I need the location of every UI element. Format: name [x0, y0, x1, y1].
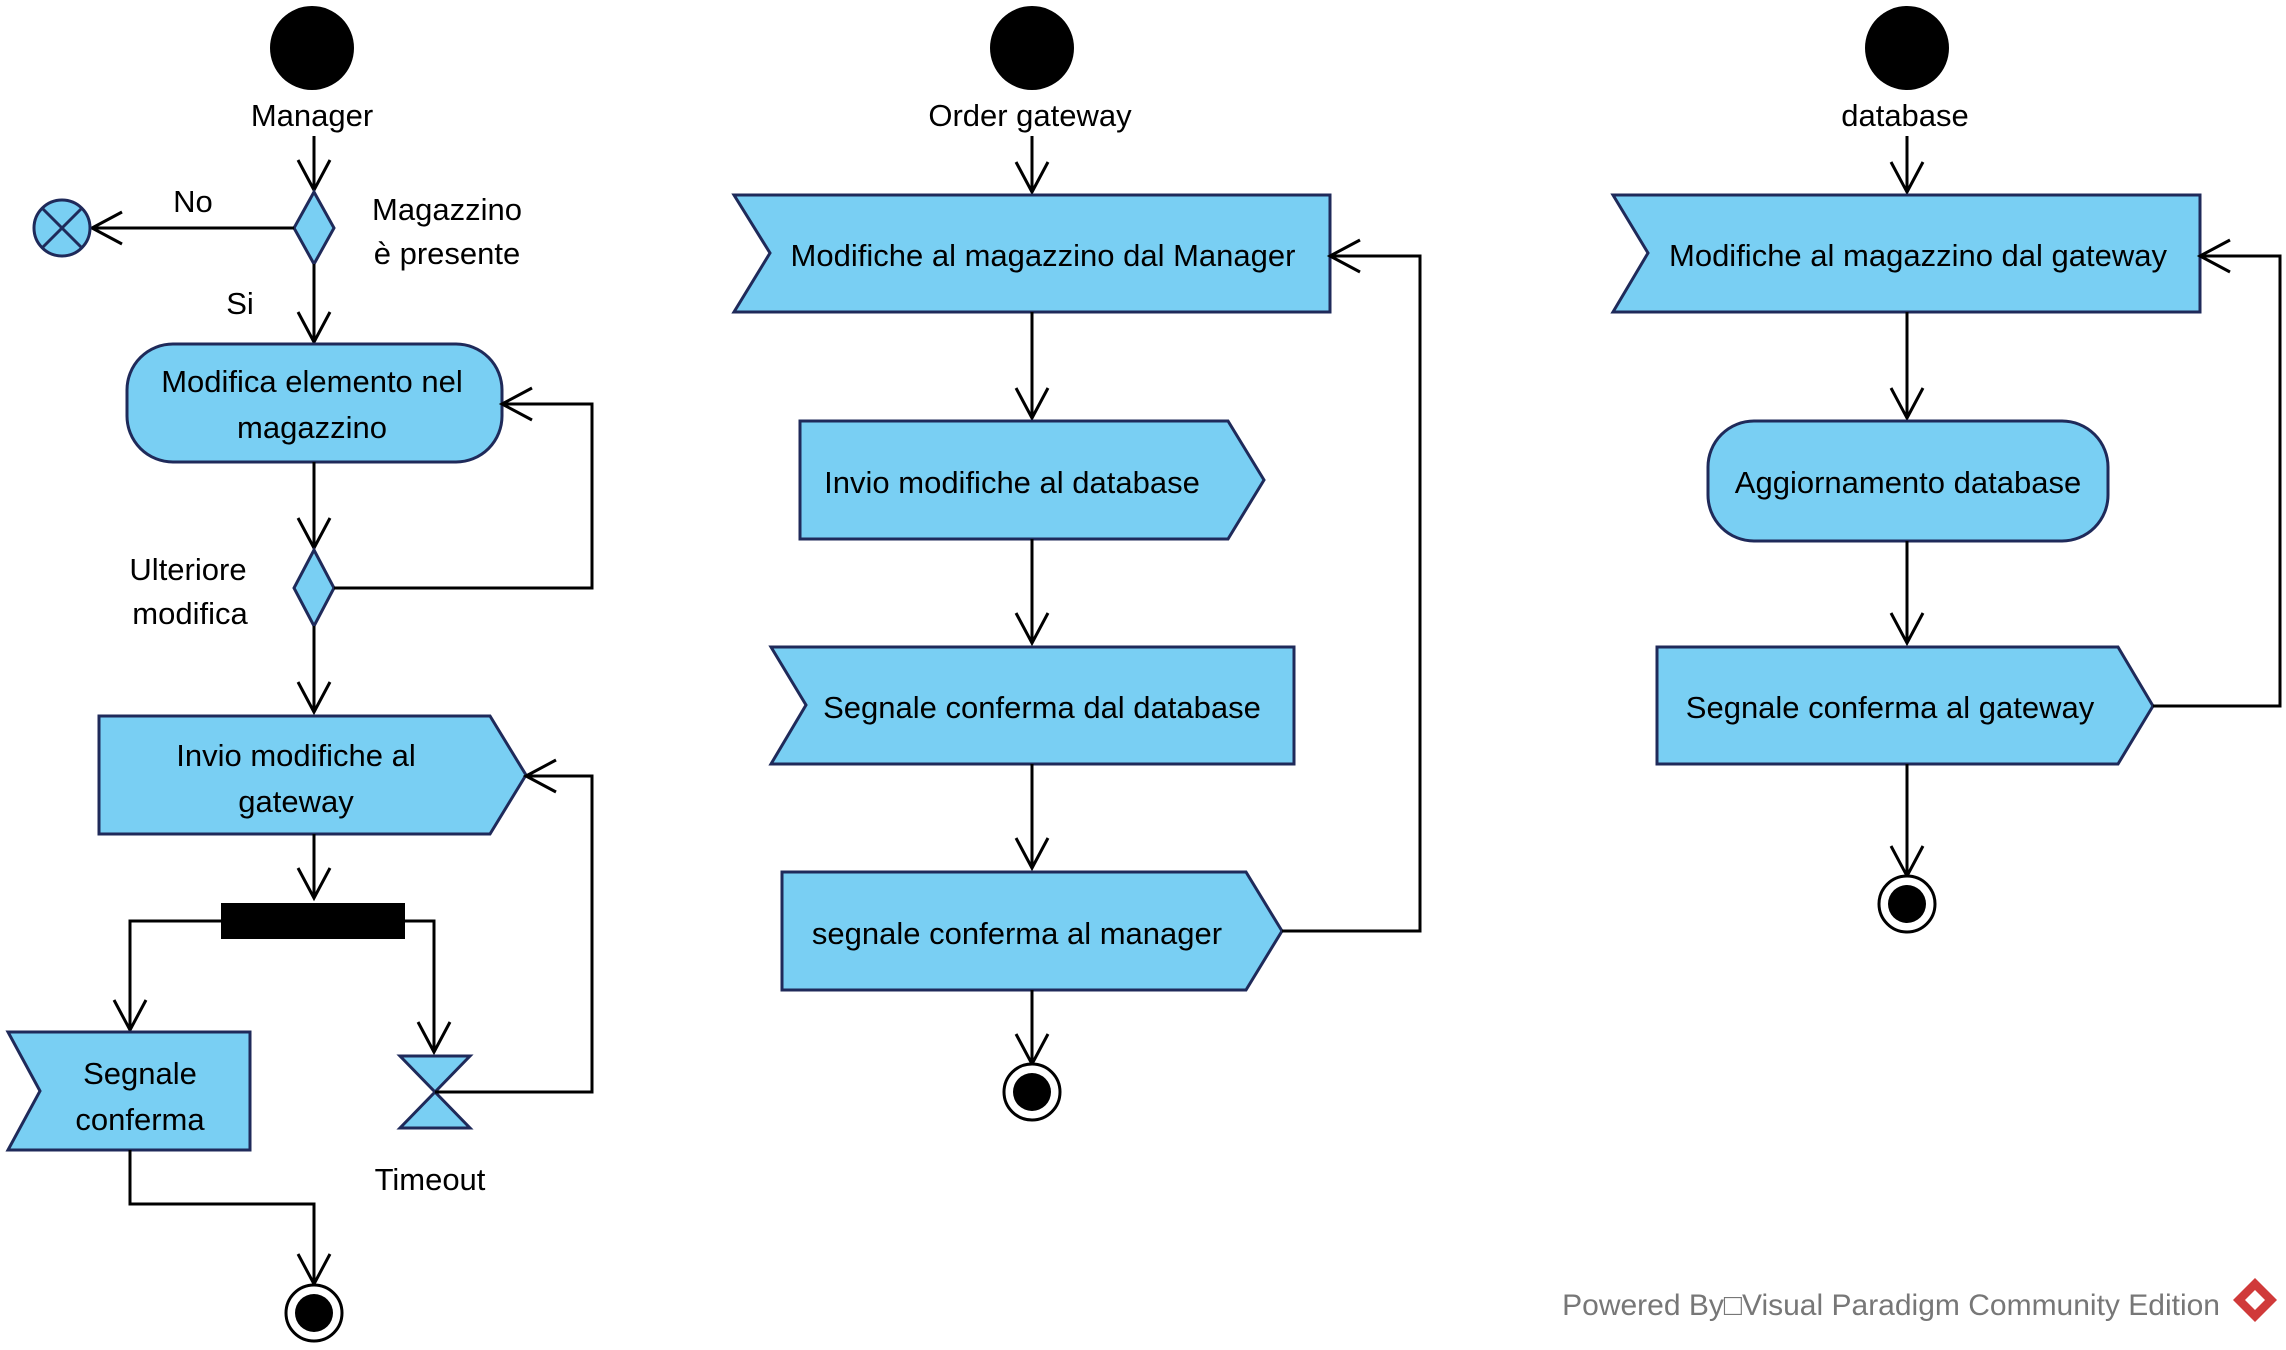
arrow-head: [1014, 612, 1050, 647]
fork-bar: [221, 903, 405, 939]
action-update-database-label: Aggiornamento database: [1735, 465, 2081, 500]
database-send-confirm-gateway-label: Segnale conferma al gateway: [1686, 690, 2095, 725]
flow-edge: [128, 1150, 316, 1284]
gateway-send-to-database-label: Invio modifiche al database: [824, 465, 1200, 500]
arrow-head: [416, 1021, 452, 1056]
arrow-head: [522, 758, 557, 794]
send-signal-to-gateway: [97, 714, 528, 836]
branch-no-label: No: [173, 184, 213, 219]
flow-edge-loop: [334, 402, 594, 590]
arrow-head: [1014, 837, 1050, 872]
arrow-head: [1326, 238, 1361, 274]
watermark-text: Powered By□Visual Paradigm Community Edi…: [1562, 1289, 2220, 1322]
decision-further-modification: [292, 546, 336, 630]
gateway-send-to-database: [798, 419, 1266, 541]
gateway-receive-db-confirm-label: Segnale conferma dal database: [823, 690, 1261, 725]
decision-warehouse-present: [292, 188, 336, 268]
arrow-head: [1889, 387, 1925, 422]
action-modify-item-label: Modifica elemento nel: [161, 364, 463, 399]
database-lane-label: database: [1841, 98, 1969, 133]
gateway-initial-node: [990, 6, 1074, 90]
arrow-head: [2196, 238, 2231, 274]
action-modify-item-label: magazzino: [237, 410, 387, 445]
arrow-head: [498, 386, 533, 422]
gateway-receive-from-manager-label: Modifiche al magazzino dal Manager: [791, 238, 1296, 273]
database-initial-node: [1865, 6, 1949, 90]
visual-paradigm-logo-icon: [2233, 1278, 2277, 1322]
arrow-head: [296, 311, 332, 346]
time-event-timeout-label: Timeout: [375, 1162, 486, 1197]
branch-si-label: Si: [226, 286, 254, 321]
arrow-head: [1014, 161, 1050, 196]
arrow-head: [112, 999, 148, 1034]
database-send-confirm-gateway: [1655, 645, 2155, 766]
arrow-head: [1889, 612, 1925, 647]
decision-present-label: Magazzino: [372, 192, 522, 227]
gateway-send-confirm-manager: [780, 870, 1284, 992]
database-receive-from-gateway-label: Modifiche al magazzino dal gateway: [1669, 238, 2167, 273]
arrow-head: [88, 210, 123, 246]
flow-edge-loop: [2153, 254, 2282, 708]
gateway-lane-label: Order gateway: [928, 98, 1132, 133]
flow-edge: [128, 919, 221, 1030]
arrow-head: [296, 867, 332, 902]
arrow-head: [296, 681, 332, 716]
arrow-head: [1889, 161, 1925, 196]
flow-edge-loop: [435, 774, 594, 1094]
send-signal-to-gateway-label: gateway: [238, 784, 354, 819]
flow-edge-loop: [1282, 254, 1422, 933]
manager-lane-label: Manager: [251, 98, 373, 133]
flow-final-node: [32, 198, 92, 258]
manager-activity-final-node: [284, 1283, 344, 1343]
decision-further-label: Ulteriore: [129, 552, 246, 587]
decision-further-label: modifica: [132, 596, 248, 631]
decision-present-label: è presente: [374, 236, 521, 271]
send-signal-to-gateway-label: Invio modifiche al: [176, 738, 416, 773]
gateway-send-confirm-manager-label: segnale conferma al manager: [812, 916, 1222, 951]
flow-edge: [405, 919, 436, 1052]
gateway-activity-final-node: [1002, 1062, 1062, 1122]
receive-signal-confirm-label: Segnale: [83, 1056, 197, 1091]
database-activity-final-node: [1877, 874, 1937, 934]
arrow-head: [1014, 387, 1050, 422]
manager-initial-node: [270, 6, 354, 90]
receive-signal-confirm-label: conferma: [75, 1102, 205, 1137]
